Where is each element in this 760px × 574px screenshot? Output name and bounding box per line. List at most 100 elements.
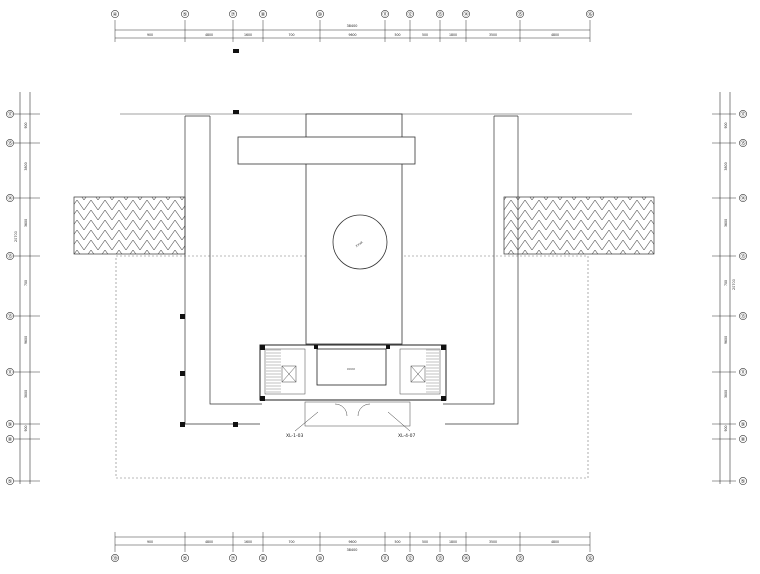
left-axis-label: ⑭	[7, 195, 12, 202]
left-axis-label: ⑧	[8, 437, 13, 443]
left-stair	[264, 348, 306, 395]
right-total-dimension: 20700	[732, 279, 736, 290]
top-dim-segment: 4800	[205, 33, 213, 37]
bottom-axis-label: ⑫	[407, 555, 412, 562]
bottom-axis-label: ⑯	[587, 555, 592, 562]
bottom-dim-segment: 3500	[489, 540, 497, 544]
bottom-axis-label-bubble	[181, 554, 189, 562]
bottom-dim-segment: 1800	[449, 540, 457, 544]
top-axis-label-bubble	[259, 10, 267, 18]
bottom-axis-label-bubble	[586, 554, 594, 562]
left-axis-label-bubble	[6, 194, 14, 202]
left-dim-segment: 3800	[24, 390, 28, 398]
left-total-dimension: 20700	[14, 231, 18, 242]
top-dim-segment: 500	[422, 33, 428, 37]
left-axis-label: ⑬	[7, 313, 12, 320]
top-axis-label: ⑤	[183, 12, 187, 18]
right-axis-label: ⑧	[741, 437, 746, 443]
left-dim-segment: 900	[24, 122, 28, 128]
right-dim-segment: 900	[724, 122, 728, 128]
left-axis-label-bubble	[6, 110, 14, 118]
top-axis-label: ⑩	[318, 12, 323, 18]
right-axis-label-bubble	[739, 110, 747, 118]
top-axis-label: ⑬	[437, 11, 442, 18]
right-axis-label: ⑤	[741, 479, 745, 485]
stair-right-tag: XL-4-07	[398, 433, 415, 439]
left-axis-label-bubble	[6, 420, 14, 428]
bottom-axis-label: ⑪	[382, 555, 387, 562]
bottom-dim-segment: 4800	[205, 540, 213, 544]
bottom-axis-marks: ⑲900⑤4800⑦1600⑧700⑩9600⑪500⑫500⑬1800⑭350…	[111, 532, 594, 562]
top-dim-segment: 700	[288, 33, 294, 37]
top-axis-label: ⑧	[261, 12, 266, 18]
left-axis-label: ⑬	[7, 253, 12, 260]
right-dimension-chain	[719, 92, 731, 484]
bottom-dim-segment: 900	[147, 540, 153, 544]
top-dim-segment: 1800	[449, 33, 457, 37]
bottom-axis-label: ⑩	[318, 556, 323, 562]
core-room	[316, 348, 387, 386]
right-axis-label-bubble	[739, 312, 747, 320]
top-dim-segment: 3500	[489, 33, 497, 37]
circular-atrium	[332, 214, 388, 270]
top-dim-segment: 1600	[244, 33, 252, 37]
top-axis-label-bubble	[111, 10, 119, 18]
bottom-dim-segment: 500	[394, 540, 400, 544]
circle-label: XXXX	[355, 240, 364, 248]
left-dimension-chain	[19, 92, 31, 484]
left-stair-treads	[266, 349, 281, 393]
bottom-axis-label-bubble	[111, 554, 119, 562]
right-dim-segment: 3600	[724, 219, 728, 227]
right-axis-label-bubble	[739, 194, 747, 202]
right-stair-treads	[426, 349, 439, 393]
top-axis-label-bubble	[381, 10, 389, 18]
left-dim-segment: 3800	[24, 162, 28, 170]
bottom-dim-segment: 9600	[348, 540, 356, 544]
bottom-dim-segment: 4800	[551, 540, 559, 544]
leader-left	[294, 411, 319, 432]
top-axis-label-bubble	[462, 10, 470, 18]
right-wing-outline	[443, 115, 519, 425]
top-dimension-chain	[115, 29, 590, 39]
left-dim-segment: 900	[24, 425, 28, 431]
left-dim-segment: 700	[24, 280, 28, 286]
column-markers	[180, 49, 446, 427]
bottom-axis-label-bubble	[516, 554, 524, 562]
top-axis-label-bubble	[436, 10, 444, 18]
bottom-axis-label-bubble	[259, 554, 267, 562]
bottom-axis-label: ⑮	[517, 555, 522, 562]
right-dim-segment: 900	[724, 425, 728, 431]
bottom-axis-label-bubble	[462, 554, 470, 562]
top-axis-label: ⑪	[382, 11, 387, 18]
left-dim-segment: 9600	[24, 336, 28, 344]
right-stair	[399, 348, 441, 395]
bottom-axis-label-bubble	[316, 554, 324, 562]
top-axis-label-bubble	[181, 10, 189, 18]
top-dim-segment: 4800	[551, 33, 559, 37]
top-dim-segment: 9600	[348, 33, 356, 37]
left-axis-label: ⑪	[7, 369, 12, 376]
left-hatched-slab	[73, 196, 186, 255]
bottom-dim-segment: 500	[422, 540, 428, 544]
right-axis-label: ⑬	[740, 253, 745, 260]
stair-left-tag: XL-1-03	[286, 433, 303, 439]
entrance-doors	[304, 401, 411, 427]
right-axis-label: ⑬	[740, 313, 745, 320]
left-axis-label-bubble	[6, 252, 14, 260]
left-axis-label: ⑨	[8, 422, 12, 428]
top-axis-label: ⑮	[517, 11, 522, 18]
bottom-axis-label: ⑦	[231, 556, 236, 562]
top-dim-segment: 500	[394, 33, 400, 37]
right-dim-segment: 3800	[724, 390, 728, 398]
leader-right	[387, 411, 411, 432]
top-axis-label: ⑫	[407, 11, 412, 18]
left-axis-label-bubble	[6, 477, 14, 485]
right-axis-label-bubble	[739, 139, 747, 147]
top-axis-label-bubble	[516, 10, 524, 18]
right-axis-label-bubble	[739, 368, 747, 376]
core-room-label: XXXX	[347, 367, 355, 371]
left-axis-label-bubble	[6, 435, 14, 443]
right-axis-label: ⑭	[740, 195, 745, 202]
left-dim-segment: 3600	[24, 219, 28, 227]
